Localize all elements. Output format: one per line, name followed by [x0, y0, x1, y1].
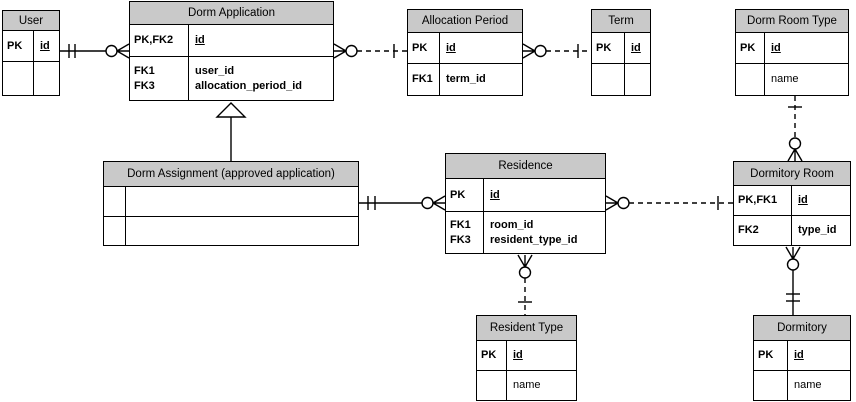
entity-allocation-period[interactable]: Allocation Period PK id FK1 term_id [407, 9, 523, 96]
pk-label: PK,FK1 [734, 186, 792, 215]
pk-attribute: id [195, 34, 205, 46]
fk-label: FK1 [408, 64, 440, 95]
fk-label: FK2 [734, 216, 792, 245]
pk-label: PK [446, 179, 484, 211]
entity-dorm-room-type[interactable]: Dorm Room Type PK id name [735, 9, 849, 96]
zero-or-many-marker [787, 137, 803, 162]
fk-labels: FK1 FK3 [446, 212, 484, 253]
zero-or-many-marker [522, 43, 547, 59]
key-cell [104, 187, 126, 216]
key-cell [477, 371, 507, 400]
pk-label: PK [592, 33, 625, 63]
attribute-cell: type_id [798, 224, 837, 236]
key-cell [754, 371, 788, 400]
pk-attribute: id [490, 188, 500, 201]
zero-or-many-marker [333, 43, 358, 59]
inheritance-triangle-icon [215, 102, 247, 118]
entity-dorm-assignment[interactable]: Dorm Assignment (approved application) [103, 161, 359, 246]
attribute-cell [34, 62, 59, 95]
entity-title: User [3, 11, 59, 31]
entity-title: Dorm Assignment (approved application) [104, 162, 358, 187]
attribute-cell: name [794, 379, 822, 391]
entity-title: Dorm Application [130, 2, 333, 25]
zero-or-many-marker [605, 195, 630, 211]
pk-attribute: id [446, 41, 456, 54]
zero-or-many-marker [517, 254, 533, 279]
pk-label: PK [754, 341, 788, 370]
entity-title: Residence [446, 154, 605, 179]
attribute-cell: term_id [446, 73, 486, 85]
fk-attributes: user_id allocation_period_id [195, 64, 302, 92]
entity-title: Dormitory Room [734, 162, 850, 186]
rel-dorm-assignment-residence [359, 195, 446, 211]
rel-dorm-application-dorm-assignment-subtype [215, 102, 247, 161]
pk-attribute: id [513, 349, 523, 361]
entity-title: Term [592, 10, 650, 33]
attribute-cell [126, 217, 358, 245]
fk-labels: FK1 FK3 [130, 57, 189, 100]
key-cell [104, 217, 126, 245]
pk-attribute: id [798, 194, 808, 206]
pk-attribute: id [40, 39, 50, 52]
pk-attribute: id [794, 349, 804, 361]
rel-dorm-room-type-dormitory-room [787, 96, 803, 162]
entity-title: Dorm Room Type [736, 10, 848, 33]
attribute-cell [126, 187, 358, 216]
pk-attribute: id [771, 41, 781, 54]
pk-label: PK,FK2 [130, 25, 189, 56]
key-cell [592, 64, 625, 95]
zero-or-many-marker [421, 195, 446, 211]
entity-residence[interactable]: Residence PK id FK1 FK3 room_id resident… [445, 153, 606, 254]
rel-allocation-period-term [522, 43, 591, 59]
attribute-cell: name [513, 379, 541, 391]
exactly-one-ticks [68, 44, 76, 58]
entity-dormitory-room[interactable]: Dormitory Room PK,FK1 id FK2 type_id [733, 161, 851, 246]
entity-dorm-application[interactable]: Dorm Application PK,FK2 id FK1 FK3 user_… [129, 1, 334, 101]
entity-title: Dormitory [754, 316, 850, 341]
pk-label: PK [736, 33, 765, 63]
entity-resident-type[interactable]: Resident Type PK id name [476, 315, 577, 401]
entity-title: Resident Type [477, 316, 576, 341]
rel-dormitory-room-dormitory [785, 246, 801, 315]
attribute-cell: name [771, 73, 799, 85]
key-cell [3, 62, 34, 95]
entity-user[interactable]: User PK id [2, 10, 60, 96]
rel-user-dorm-application [60, 43, 130, 59]
entity-title: Allocation Period [408, 10, 522, 33]
exactly-one-ticks [786, 293, 800, 302]
rel-dorm-application-allocation-period [333, 43, 407, 59]
exactly-one-ticks [367, 196, 376, 210]
fk-attributes: room_id resident_type_id [490, 218, 578, 246]
pk-label: PK [3, 31, 34, 61]
entity-term[interactable]: Term PK id [591, 9, 651, 96]
attribute-cell [625, 64, 650, 95]
entity-dormitory[interactable]: Dormitory PK id name [753, 315, 851, 401]
zero-or-many-marker [105, 43, 130, 59]
pk-label: PK [477, 341, 507, 370]
key-cell [736, 64, 765, 95]
zero-or-many-marker [785, 246, 801, 271]
rel-residence-dormitory-room [605, 195, 733, 211]
pk-attribute: id [631, 41, 641, 54]
pk-label: PK [408, 33, 440, 63]
rel-residence-resident-type [517, 254, 533, 315]
